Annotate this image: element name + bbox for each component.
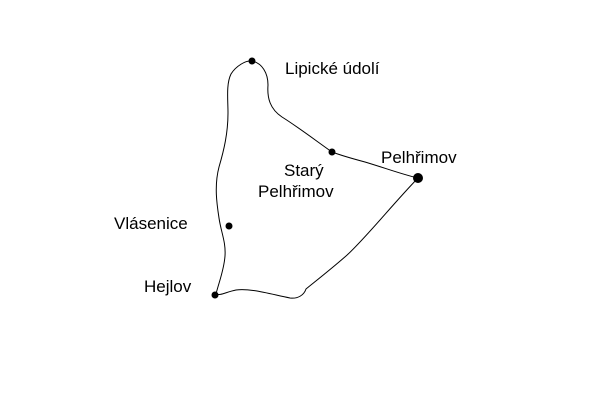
- label-pelhrimov: Pelhřimov: [381, 148, 457, 167]
- route-line: [215, 60, 419, 299]
- marker-lipicke-udoli: [248, 57, 256, 65]
- marker-pelhrimov: [413, 173, 423, 183]
- marker-vlasenice: [225, 222, 233, 230]
- label-vlasenice: Vlásenice: [114, 214, 188, 233]
- marker-hejlov: [211, 291, 219, 299]
- label-stary-pelhrimov-line1: Starý: [284, 161, 324, 180]
- label-hejlov: Hejlov: [144, 277, 192, 296]
- label-lipicke-udoli: Lipické údolí: [285, 59, 380, 78]
- label-stary-pelhrimov-line2: Pelhřimov: [258, 182, 334, 201]
- marker-stary-pelhrimov: [328, 148, 336, 156]
